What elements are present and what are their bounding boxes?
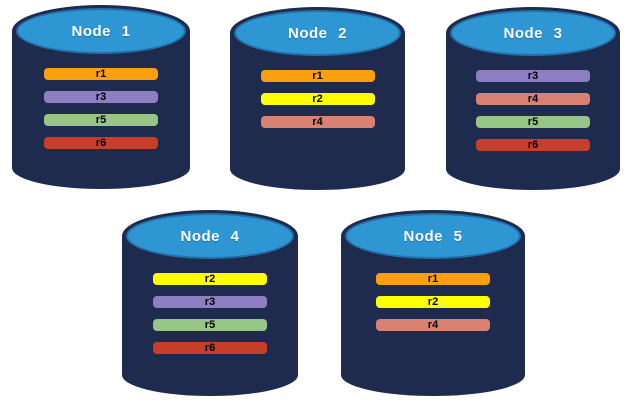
node-cylinder-5: Node 5 r1 r2 r4	[341, 210, 525, 396]
replica-bar-r1: r1	[376, 273, 490, 285]
replica-bar-r4: r4	[260, 116, 375, 128]
node-cylinder-3: Node 3 r3 r4 r5 r6	[446, 7, 620, 190]
replica-bar-list: r3 r4 r5 r6	[446, 70, 620, 162]
replica-bar-r2: r2	[260, 93, 375, 105]
replica-bar-list: r1 r3 r5 r6	[12, 68, 190, 160]
replica-bar-r5: r5	[476, 116, 590, 128]
node-cylinder-2: Node 2 r1 r2 r4	[230, 7, 405, 190]
node-title: Node 2	[287, 24, 347, 42]
cylinder-top-ellipse: Node 5	[345, 213, 521, 259]
cylinder-top-ellipse: Node 4	[126, 213, 294, 259]
replica-bar-r4: r4	[476, 93, 590, 105]
node-cylinder-4: Node 4 r2 r3 r5 r6	[122, 210, 298, 396]
replica-bar-r6: r6	[44, 137, 158, 149]
replica-bar-r6: r6	[476, 139, 590, 151]
node-title: Node 1	[71, 22, 131, 40]
replica-bar-r2: r2	[376, 296, 490, 308]
replica-bar-list: r1 r2 r4	[341, 273, 525, 342]
node-title: Node 4	[180, 227, 240, 245]
replica-bar-r3: r3	[44, 91, 158, 103]
replica-bar-r5: r5	[153, 319, 267, 331]
replica-bar-list: r1 r2 r4	[230, 70, 405, 139]
replica-bar-list: r2 r3 r5 r6	[122, 273, 298, 365]
replica-bar-r3: r3	[153, 296, 267, 308]
replica-bar-r5: r5	[44, 114, 158, 126]
replica-bar-r1: r1	[44, 68, 158, 80]
replica-bar-r4: r4	[376, 319, 490, 331]
node-title: Node 3	[503, 24, 563, 42]
node-cylinder-1: Node 1 r1 r3 r5 r6	[12, 5, 190, 189]
cylinder-top-ellipse: Node 2	[234, 10, 401, 56]
cylinder-top-ellipse: Node 3	[450, 10, 616, 56]
node-title: Node 5	[403, 227, 463, 245]
replica-bar-r3: r3	[476, 70, 590, 82]
cylinder-top-ellipse: Node 1	[16, 8, 186, 54]
replica-bar-r2: r2	[153, 273, 267, 285]
replica-bar-r1: r1	[260, 70, 375, 82]
replica-bar-r6: r6	[153, 342, 267, 354]
